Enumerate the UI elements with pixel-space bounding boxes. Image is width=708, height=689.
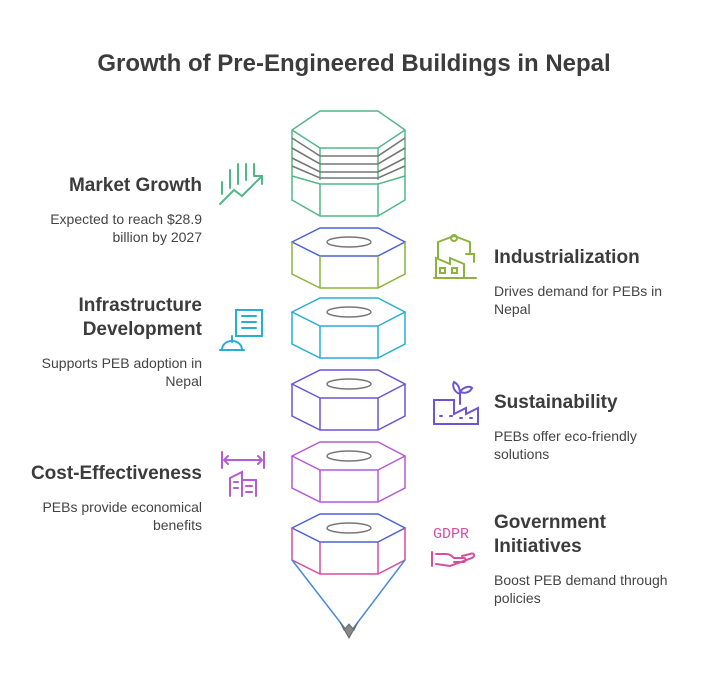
item-industrialization: Industrialization Drives demand for PEBs… (494, 246, 684, 318)
item-cost-effectiveness: Cost-Effectiveness PEBs provide economic… (20, 462, 202, 534)
gdpr-label: GDPR (433, 526, 469, 543)
segment-sustainability (290, 369, 407, 431)
eco-factory-icon (433, 380, 479, 425)
item-description: PEBs offer eco-friendly solutions (494, 428, 637, 462)
item-market-growth: Market Growth Expected to reach $28.9 bi… (20, 174, 202, 246)
building-width-icon (221, 451, 265, 497)
gdpr-hand-icon: GDPR (431, 526, 476, 568)
item-heading: Market Growth (68, 175, 202, 196)
item-heading: Government Initiatives (494, 512, 606, 557)
item-infrastructure: Infrastructure Development Supports PEB … (10, 294, 202, 390)
item-description: Drives demand for PEBs in Nepal (494, 283, 663, 317)
item-heading: Cost-Effectiveness (30, 463, 202, 484)
item-government: Government Initiatives Boost PEB demand … (494, 511, 694, 607)
factory-icon (433, 234, 477, 279)
market-growth-icon (219, 163, 263, 205)
item-heading: Sustainability (494, 392, 618, 413)
pencil-band (291, 137, 406, 179)
construction-icon (219, 309, 263, 351)
item-description: Boost PEB demand through policies (494, 572, 668, 606)
segment-cost (290, 441, 407, 503)
item-heading: Industrialization (494, 247, 640, 268)
segment-infrastructure (290, 297, 407, 359)
item-heading: Infrastructure Development (78, 295, 202, 340)
item-description: Expected to reach $28.9 billion by 2027 (50, 211, 202, 245)
item-sustainability: Sustainability PEBs offer eco-friendly s… (494, 391, 684, 463)
item-description: PEBs provide economical benefits (42, 499, 202, 533)
pencil-tip (291, 559, 406, 640)
segment-industrialization (290, 227, 407, 289)
page-title: Growth of Pre-Engineered Buildings in Ne… (97, 50, 611, 77)
segment-government (290, 513, 407, 575)
item-description: Supports PEB adoption in Nepal (41, 355, 202, 389)
